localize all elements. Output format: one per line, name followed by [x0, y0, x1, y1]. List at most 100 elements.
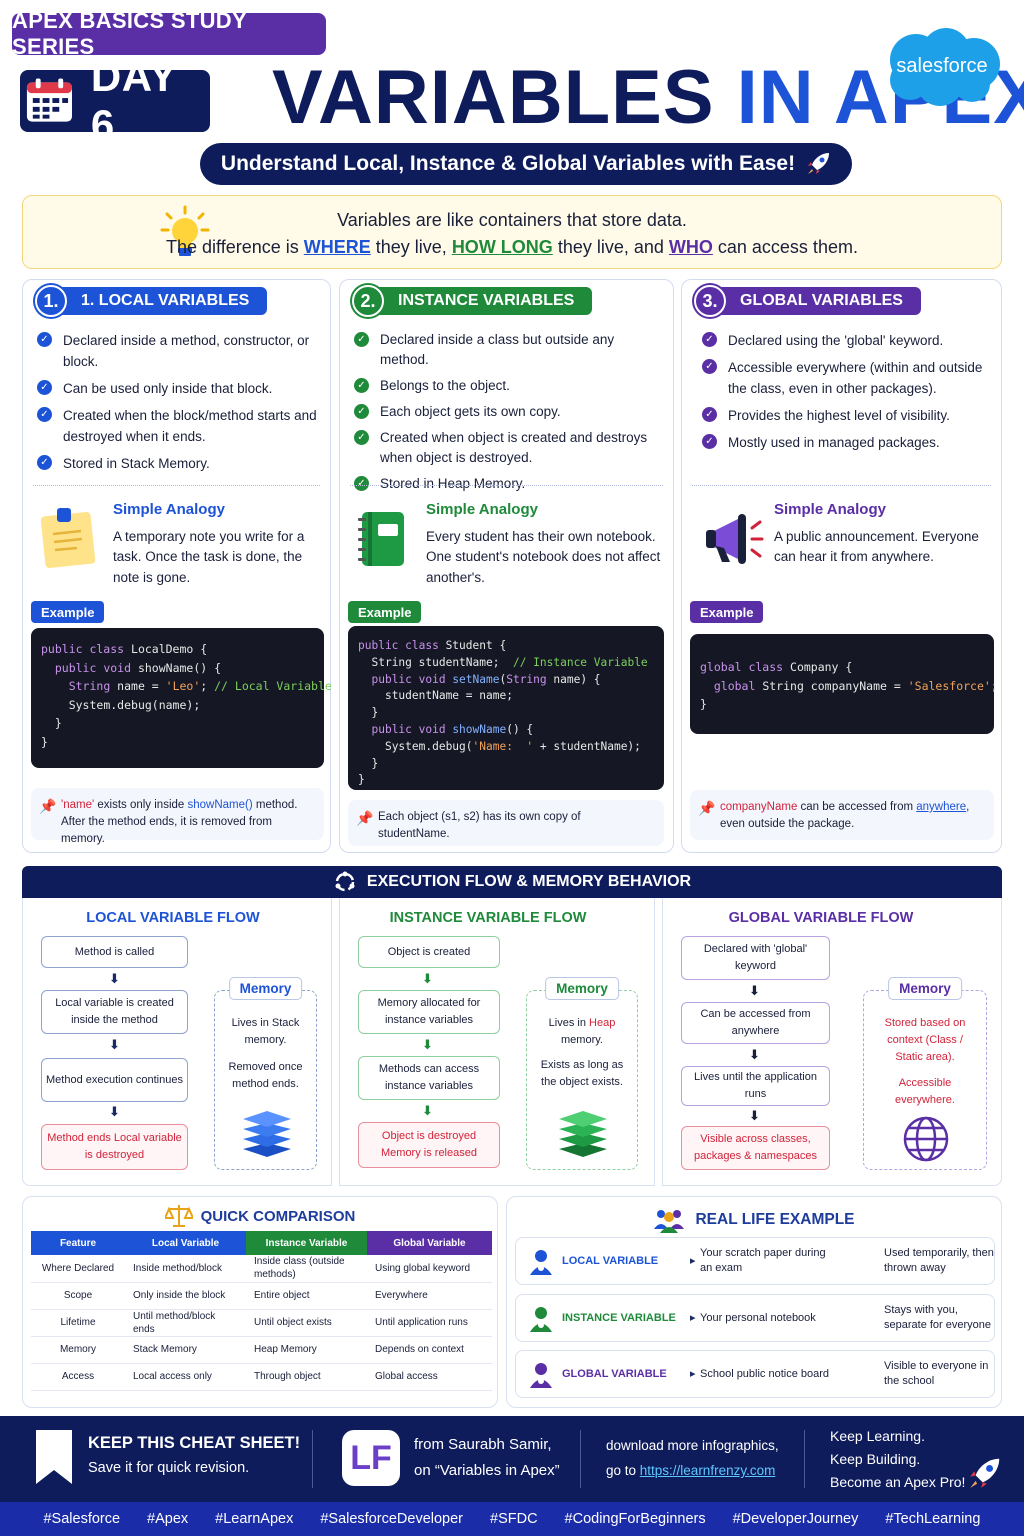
code-line: public void showName() { [54, 660, 222, 675]
table-header: Local Variable [125, 1231, 246, 1255]
calendar-icon [26, 78, 72, 122]
title-part1: VARIABLES [272, 55, 715, 140]
rocket-icon [970, 1458, 1000, 1488]
analogy-text: A public announcement. Everyone can hear… [774, 528, 979, 565]
code-line: global String companyName = 'Salesforce'… [713, 678, 998, 693]
code-line: } [700, 697, 707, 711]
flow-title: EXECUTION FLOW & MEMORY BEHAVIOR [366, 873, 692, 890]
arrow-down-icon: ⬇ [749, 1108, 760, 1123]
card-local-variables: 1. 1. LOCAL VARIABLES Declared inside a … [22, 279, 332, 853]
divider [312, 1430, 313, 1488]
person-icon [530, 1307, 552, 1332]
divider [692, 485, 991, 486]
globe-icon [903, 1116, 949, 1162]
real-life-row-local: LOCAL VARIABLE ▸ Your scratch paper duri… [515, 1237, 995, 1285]
instance-flow: INSTANCE VARIABLE FLOW Object is created… [339, 898, 655, 1186]
code-line: } [371, 756, 379, 770]
learnfrenzy-link[interactable]: https://learnfrenzy.com [639, 1463, 776, 1478]
flow-step: Can be accessed from anywhere [681, 1002, 830, 1044]
code-line: } [54, 716, 62, 730]
hashtag[interactable]: #SFDC [490, 1511, 538, 1527]
flow-step: Object is created [358, 936, 500, 968]
comparison-title: QUICK COMPARISON [200, 1207, 356, 1225]
example-label: Example [348, 601, 422, 623]
table-header: Instance Variable [246, 1231, 367, 1255]
notebook-icon [358, 512, 404, 566]
card-global-bullets: Declared using the 'global' keyword. Acc… [702, 330, 991, 459]
code-line: System.debug('Name: ' + studentName); [384, 739, 641, 753]
memory-title: Memory [228, 977, 303, 1000]
card-instance-title: INSTANCE VARIABLES [378, 287, 593, 315]
pin-icon: 📌 [698, 800, 716, 816]
analogy-title: Simple Analogy [774, 501, 886, 518]
card-instance-bullets: Declared inside a class but outside any … [354, 330, 663, 500]
bullet: Declared using the 'global' keyword. [702, 330, 991, 351]
hashtag[interactable]: #CodingForBeginners [564, 1511, 706, 1527]
analogy-text: A temporary note you write for a task. O… [113, 528, 305, 585]
arrow-down-icon: ⬇ [109, 1104, 120, 1119]
page-title: VARIABLES IN APEX [272, 55, 1024, 140]
code-line: public class LocalDemo { [41, 642, 208, 656]
code-line: String studentName; // Instance Variable [371, 655, 648, 669]
card-global-title: GLOBAL VARIABLES [720, 287, 921, 315]
footer-link-line: go to https://learnfrenzy.com [606, 1463, 776, 1478]
hashtag[interactable]: #DeveloperJourney [732, 1511, 859, 1527]
row-desc: School public notice board [700, 1367, 830, 1380]
bullet: Declared inside a class but outside any … [354, 330, 663, 370]
lightbulb-icon [160, 205, 210, 256]
code-line: System.debug(name); [68, 697, 201, 712]
local-memory-box: Memory Lives in Stack memory. Removed on… [214, 977, 317, 1170]
row-result: Stays with you, separate for everyone [884, 1304, 992, 1331]
flow-step-end: Method ends Local variable is destroyed [41, 1124, 188, 1170]
rocket-icon [808, 153, 830, 174]
row-name: LOCAL VARIABLE [562, 1254, 659, 1267]
row-desc: Your personal notebook [700, 1311, 816, 1324]
hashtag[interactable]: #Apex [147, 1511, 189, 1527]
arrow-right-icon: ▸ [690, 1311, 696, 1324]
footer-greeting: Become an Apex Pro! [830, 1474, 966, 1490]
person-icon [530, 1250, 552, 1275]
table-header: Feature [31, 1231, 125, 1255]
card-global-code: global class Company { global String com… [690, 634, 998, 734]
card-global-note: 📌 companyName can be accessed from anywh… [690, 790, 994, 840]
hashtag-bar: #Salesforce #Apex #LearnApex #Salesforce… [0, 1502, 1024, 1536]
arrow-right-icon: ▸ [690, 1254, 696, 1267]
divider [33, 485, 320, 486]
hashtag[interactable]: #LearnApex [215, 1511, 294, 1527]
global-memory-box: Memory Stored based on context (Class / … [863, 977, 987, 1170]
row-name: INSTANCE VARIABLE [562, 1311, 676, 1324]
analogy-title: Simple Analogy [426, 501, 538, 518]
card-local-title: 1. LOCAL VARIABLES [61, 287, 268, 315]
arrow-down-icon: ⬇ [422, 1037, 433, 1052]
card-local-note: 📌 'name' exists only inside showName() m… [31, 788, 324, 845]
instance-memory-box: Memory Lives in Heap memory. Exists as l… [526, 977, 638, 1170]
real-life-header: REAL LIFE EXAMPLE [507, 1207, 1001, 1233]
bullet: Can be used only inside that block. [37, 378, 320, 399]
hashtag[interactable]: #TechLearning [885, 1511, 981, 1527]
table-header: Global Variable [367, 1231, 492, 1255]
intro-line1: Variables are like containers that store… [337, 210, 687, 230]
arrow-down-icon: ⬇ [109, 1037, 120, 1052]
megaphone-icon [706, 514, 764, 564]
card-global-analogy: Simple Analogy A public announcement. Ev… [774, 500, 984, 568]
cycle-icon [335, 871, 355, 892]
bullet: Each object gets its own copy. [354, 402, 663, 422]
example-label: Example [690, 601, 764, 623]
divider [804, 1430, 805, 1488]
global-flow: GLOBAL VARIABLE FLOW Declared with 'glob… [662, 898, 1002, 1186]
row-result: Visible to everyone in the school [884, 1360, 989, 1387]
arrow-down-icon: ⬇ [749, 1047, 760, 1062]
hashtag[interactable]: #Salesforce [43, 1511, 121, 1527]
people-icon [654, 1210, 685, 1233]
code-line: } [41, 734, 48, 749]
card-instance-number: 2. [352, 285, 384, 317]
card-instance-variables: 2. INSTANCE VARIABLES Declared inside a … [339, 279, 674, 853]
person-icon [530, 1363, 552, 1388]
footer-topic: on “Variables in Apex” [414, 1462, 560, 1479]
footer: KEEP THIS CHEAT SHEET! Save it for quick… [0, 1416, 1024, 1502]
memory-text: Lives in Stack memory. [231, 1017, 300, 1046]
hashtag[interactable]: #SalesforceDeveloper [320, 1511, 464, 1527]
